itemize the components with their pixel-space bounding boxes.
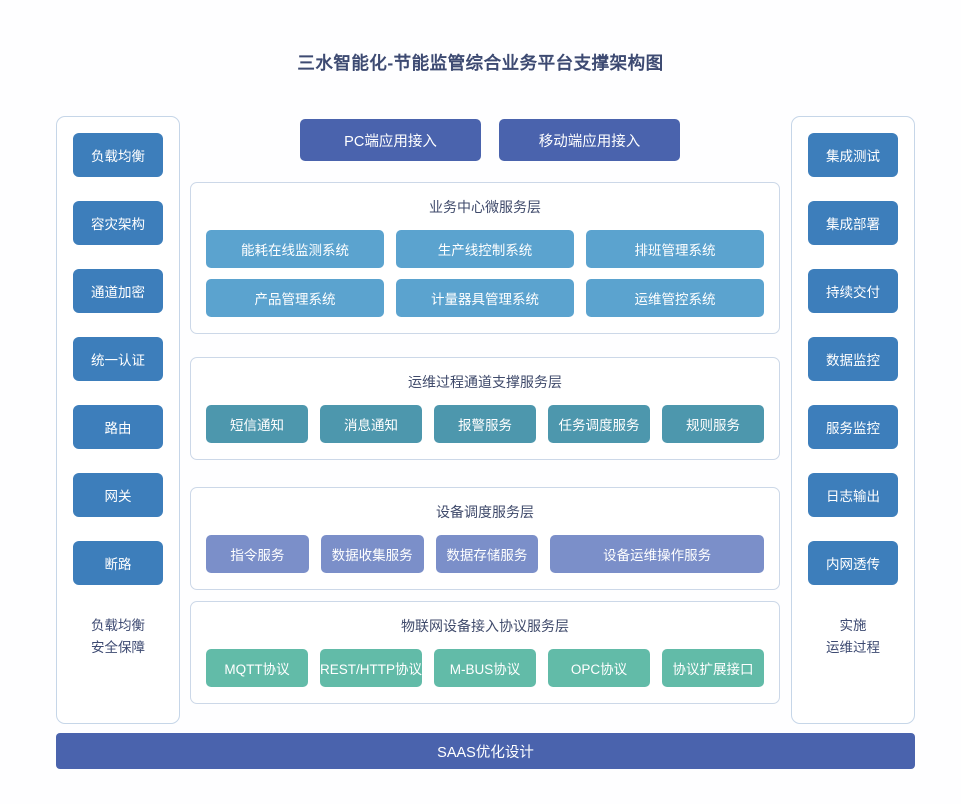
device-layer-row: 指令服务 数据收集服务 数据存储服务 设备运维操作服务 bbox=[206, 535, 764, 573]
saas-optimization-bar[interactable]: SAAS优化设计 bbox=[56, 733, 915, 769]
right-footer-line-1: 实施 bbox=[839, 618, 867, 633]
sidebar-item-disaster-recovery[interactable]: 容灾架构 bbox=[73, 201, 163, 245]
application-access-row: PC端应用接入 移动端应用接入 bbox=[300, 119, 680, 161]
iot-protocol-access-layer: 物联网设备接入协议服务层 MQTT协议 REST/HTTP协议 M-BUS协议 … bbox=[190, 601, 780, 704]
node-protocol-extension-interface[interactable]: 协议扩展接口 bbox=[662, 649, 765, 687]
device-scheduling-layer: 设备调度服务层 指令服务 数据收集服务 数据存储服务 设备运维操作服务 bbox=[190, 487, 780, 590]
business-layer-row-2: 产品管理系统 计量器具管理系统 运维管控系统 bbox=[206, 279, 764, 317]
right-footer-line-2: 运维过程 bbox=[826, 640, 880, 656]
right-support-column: 集成测试 集成部署 持续交付 数据监控 服务监控 日志输出 内网透传 实施 运维… bbox=[791, 116, 915, 724]
business-microservice-layer: 业务中心微服务层 能耗在线监测系统 生产线控制系统 排班管理系统 产品管理系统 … bbox=[190, 182, 780, 334]
left-footer-line-1: 负载均衡 bbox=[91, 618, 145, 633]
sidebar-item-data-monitoring[interactable]: 数据监控 bbox=[808, 337, 898, 381]
node-product-management[interactable]: 产品管理系统 bbox=[206, 279, 384, 317]
pc-application-access-button[interactable]: PC端应用接入 bbox=[300, 119, 481, 161]
node-production-line-control[interactable]: 生产线控制系统 bbox=[396, 230, 574, 268]
sidebar-item-channel-encryption[interactable]: 通道加密 bbox=[73, 269, 163, 313]
node-energy-online-monitoring[interactable]: 能耗在线监测系统 bbox=[206, 230, 384, 268]
sidebar-item-intranet-tunnel[interactable]: 内网透传 bbox=[808, 541, 898, 585]
sidebar-item-continuous-delivery[interactable]: 持续交付 bbox=[808, 269, 898, 313]
node-mqtt-protocol[interactable]: MQTT协议 bbox=[206, 649, 308, 687]
node-rest-http-protocol[interactable]: REST/HTTP协议 bbox=[320, 649, 423, 687]
mobile-application-access-button[interactable]: 移动端应用接入 bbox=[499, 119, 680, 161]
business-layer-title: 业务中心微服务层 bbox=[429, 199, 541, 215]
ops-layer-title: 运维过程通道支撑服务层 bbox=[408, 374, 562, 390]
node-data-storage-service[interactable]: 数据存储服务 bbox=[435, 535, 539, 573]
protocol-layer-row: MQTT协议 REST/HTTP协议 M-BUS协议 OPC协议 协议扩展接口 bbox=[206, 649, 765, 687]
left-footer-line-2: 安全保障 bbox=[91, 640, 145, 656]
sidebar-item-routing[interactable]: 路由 bbox=[73, 405, 163, 449]
sidebar-item-service-monitoring[interactable]: 服务监控 bbox=[808, 405, 898, 449]
node-device-ops-operation-service[interactable]: 设备运维操作服务 bbox=[550, 535, 764, 573]
ops-layer-row: 短信通知 消息通知 报警服务 任务调度服务 规则服务 bbox=[206, 405, 764, 443]
device-layer-title: 设备调度服务层 bbox=[436, 504, 534, 520]
node-alarm-service[interactable]: 报警服务 bbox=[434, 405, 536, 443]
left-column-footer: 负载均衡 安全保障 bbox=[91, 615, 145, 660]
node-opc-protocol[interactable]: OPC协议 bbox=[548, 649, 651, 687]
sidebar-item-integration-deploy[interactable]: 集成部署 bbox=[808, 201, 898, 245]
business-layer-row-1: 能耗在线监测系统 生产线控制系统 排班管理系统 bbox=[206, 230, 764, 268]
page-title: 三水智能化-节能监管综合业务平台支撑架构图 bbox=[297, 53, 664, 73]
node-command-service[interactable]: 指令服务 bbox=[206, 535, 309, 573]
sidebar-item-unified-auth[interactable]: 统一认证 bbox=[73, 337, 163, 381]
sidebar-item-circuit-breaker[interactable]: 断路 bbox=[73, 541, 163, 585]
sidebar-item-gateway[interactable]: 网关 bbox=[73, 473, 163, 517]
sidebar-item-load-balancing[interactable]: 负载均衡 bbox=[73, 133, 163, 177]
sidebar-item-integration-test[interactable]: 集成测试 bbox=[808, 133, 898, 177]
node-rule-service[interactable]: 规则服务 bbox=[662, 405, 764, 443]
node-sms-notification[interactable]: 短信通知 bbox=[206, 405, 308, 443]
protocol-layer-title: 物联网设备接入协议服务层 bbox=[401, 618, 569, 634]
sidebar-item-log-output[interactable]: 日志输出 bbox=[808, 473, 898, 517]
node-shift-management[interactable]: 排班管理系统 bbox=[586, 230, 764, 268]
left-support-column: 负载均衡 容灾架构 通道加密 统一认证 路由 网关 断路 负载均衡 安全保障 bbox=[56, 116, 180, 724]
node-data-collection-service[interactable]: 数据收集服务 bbox=[320, 535, 424, 573]
node-metering-instrument-management[interactable]: 计量器具管理系统 bbox=[396, 279, 574, 317]
node-task-scheduling-service[interactable]: 任务调度服务 bbox=[548, 405, 650, 443]
right-column-footer: 实施 运维过程 bbox=[826, 615, 880, 660]
node-message-notification[interactable]: 消息通知 bbox=[320, 405, 422, 443]
ops-channel-support-layer: 运维过程通道支撑服务层 短信通知 消息通知 报警服务 任务调度服务 规则服务 bbox=[190, 357, 780, 460]
node-mbus-protocol[interactable]: M-BUS协议 bbox=[434, 649, 537, 687]
node-ops-control-system[interactable]: 运维管控系统 bbox=[586, 279, 764, 317]
